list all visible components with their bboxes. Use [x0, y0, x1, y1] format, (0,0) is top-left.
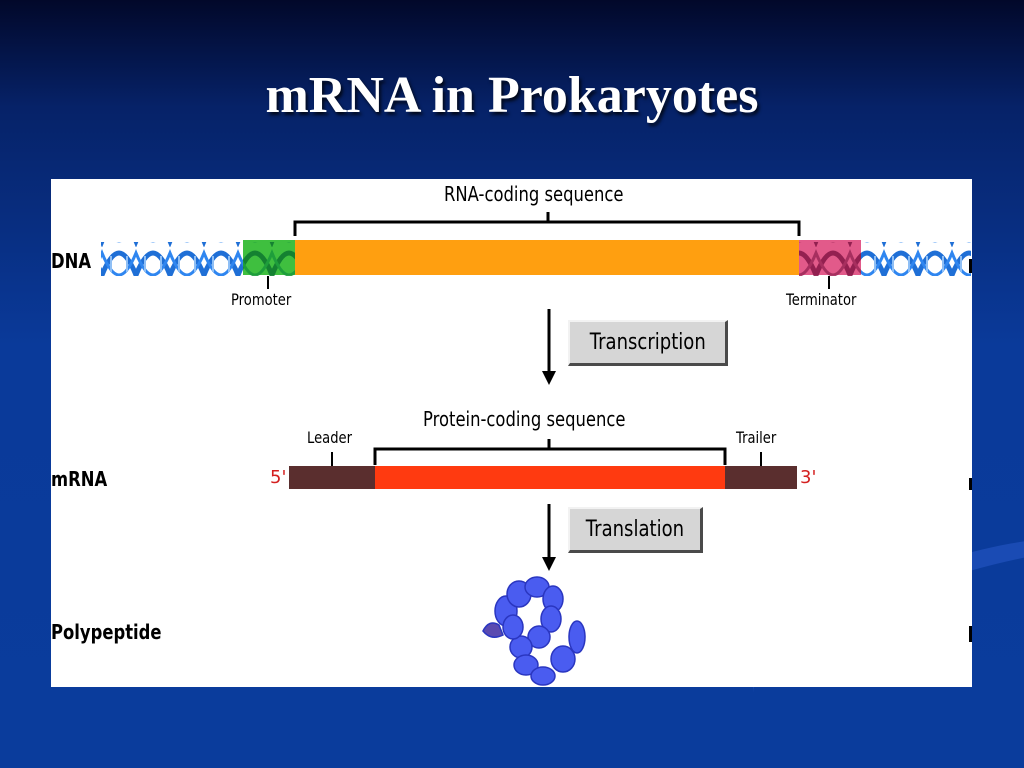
polypeptide-chain: [482, 576, 586, 686]
protein-coding-sequence-label: Protein-coding sequence: [423, 407, 626, 431]
leader-region: [289, 466, 375, 489]
row-label-dna: DNA: [51, 249, 92, 273]
edge-mark-polypeptide: [969, 626, 972, 642]
rna-coding-region: [295, 240, 799, 275]
translation-arrowhead: [542, 557, 556, 571]
prokaryote-mrna-diagram: DNA mRNA Polypeptide RNA-coding sequence…: [51, 179, 972, 687]
rna-coding-sequence-label: RNA-coding sequence: [444, 182, 624, 206]
translation-label: Translation: [585, 517, 685, 542]
edge-mark-mrna: [969, 478, 972, 490]
transcription-button: Transcription: [568, 320, 728, 366]
translation-button: Translation: [568, 507, 703, 553]
row-label-mrna: mRNA: [51, 467, 108, 491]
terminator-helix: [799, 242, 861, 276]
promoter-label: Promoter: [231, 290, 292, 309]
transcription-label: Transcription: [589, 330, 706, 355]
edge-mark-dna: [969, 259, 972, 273]
terminator-label: Terminator: [786, 290, 857, 309]
five-prime-label: 5': [270, 467, 287, 488]
dna-helix-left: [101, 242, 243, 276]
row-label-polypeptide: Polypeptide: [51, 620, 162, 644]
trailer-region: [725, 466, 797, 489]
protein-coding-region: [375, 466, 725, 489]
three-prime-label: 3': [800, 467, 817, 488]
transcription-arrowhead: [542, 371, 556, 385]
protein-coding-bracket: [373, 439, 727, 465]
slide-title: mRNA in Prokaryotes: [265, 67, 759, 124]
promoter-helix: [243, 242, 295, 276]
leader-label: Leader: [307, 428, 352, 447]
dna-helix-right: [861, 242, 971, 276]
diagram-graphics: [101, 212, 972, 686]
rna-coding-bracket: [293, 212, 801, 236]
trailer-label: Trailer: [736, 428, 777, 447]
